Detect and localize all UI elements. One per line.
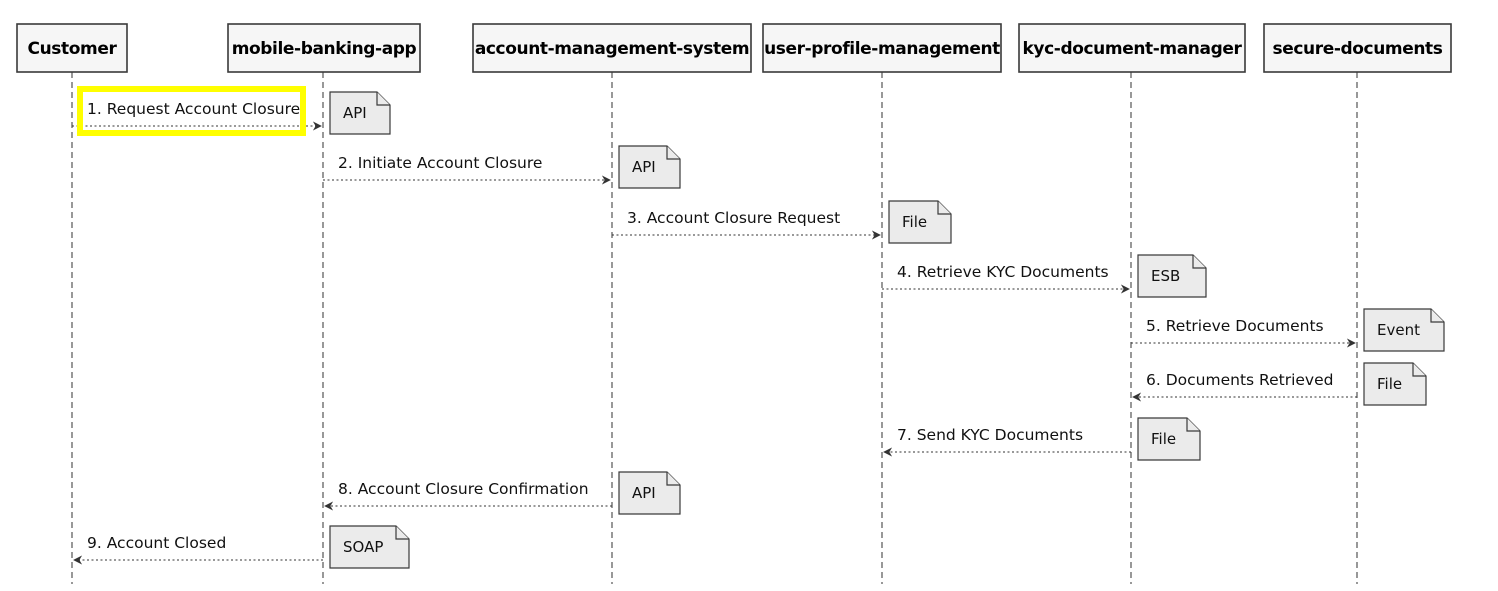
participant-label: kyc-document-manager	[1023, 39, 1243, 59]
note-fold	[1412, 363, 1426, 377]
note-shape	[618, 145, 681, 189]
participant-account-management-system: account-management-system	[472, 23, 752, 73]
message-3: 3. Account Closure Request File	[612, 200, 952, 244]
message-4: 4. Retrieve KYC Documents ESB	[882, 254, 1207, 298]
note-fold	[1430, 309, 1444, 323]
note-6: File	[1363, 362, 1427, 406]
message-label: 3. Account Closure Request	[627, 209, 840, 227]
note-shape	[1363, 362, 1427, 406]
message-label: 9. Account Closed	[87, 534, 226, 552]
message-label: 8. Account Closure Confirmation	[338, 480, 589, 498]
note-label: API	[632, 484, 656, 502]
note-fold	[1186, 418, 1200, 432]
message-8: 8. Account Closure Confirmation API	[324, 471, 681, 515]
participant-secure-documents: secure-documents	[1263, 23, 1452, 73]
note-7: File	[1137, 417, 1201, 461]
participant-kyc-document-manager: kyc-document-manager	[1018, 23, 1246, 73]
note-shape	[329, 91, 391, 135]
note-label: File	[1151, 430, 1176, 448]
participant-label: account-management-system	[475, 39, 749, 59]
note-4: ESB	[1137, 254, 1207, 298]
participant-box	[1018, 23, 1246, 73]
message-7: 7. Send KYC Documents File	[883, 417, 1201, 461]
note-shape	[1363, 308, 1445, 352]
participant-label: mobile-banking-app	[232, 39, 417, 59]
note-fold	[937, 201, 951, 215]
message-label: 4. Retrieve KYC Documents	[897, 263, 1109, 281]
note-2: API	[618, 145, 681, 189]
note-fold	[395, 526, 409, 540]
message-1: 1. Request Account Closure API	[72, 86, 391, 136]
note-shape	[888, 200, 952, 244]
note-shape	[618, 471, 681, 515]
note-1: API	[329, 91, 391, 135]
message-label: 7. Send KYC Documents	[897, 426, 1083, 444]
message-label: 1. Request Account Closure	[87, 100, 300, 118]
note-shape	[1137, 417, 1201, 461]
note-9: SOAP	[329, 525, 410, 569]
participant-box	[472, 23, 752, 73]
participant-label: secure-documents	[1272, 39, 1442, 59]
message-label: 6. Documents Retrieved	[1146, 371, 1333, 389]
note-fold	[666, 472, 680, 486]
note-label: Event	[1377, 321, 1420, 339]
note-label: ESB	[1151, 267, 1180, 285]
note-8: API	[618, 471, 681, 515]
message-2: 2. Initiate Account Closure API	[323, 145, 681, 189]
note-fold	[1192, 255, 1206, 269]
note-fold	[376, 92, 390, 106]
note-shape	[329, 525, 410, 569]
participant-box	[227, 23, 421, 73]
participant-user-profile-management: user-profile-management	[762, 23, 1002, 73]
message-9: 9. Account Closed SOAP	[73, 525, 410, 569]
note-label: SOAP	[343, 538, 383, 556]
message-5: 5. Retrieve Documents Event	[1131, 308, 1445, 352]
participant-mobile-banking-app: mobile-banking-app	[227, 23, 421, 73]
participant-box	[762, 23, 1002, 73]
note-shape	[1137, 254, 1207, 298]
note-label: File	[902, 213, 927, 231]
participant-label: Customer	[28, 39, 118, 59]
participant-box	[1263, 23, 1452, 73]
note-label: File	[1377, 375, 1402, 393]
highlight-box	[77, 86, 306, 136]
message-label: 2. Initiate Account Closure	[338, 154, 542, 172]
participant-label: user-profile-management	[764, 39, 1000, 59]
message-label: 5. Retrieve Documents	[1146, 317, 1324, 335]
note-3: File	[888, 200, 952, 244]
note-fold	[666, 146, 680, 160]
note-label: API	[343, 104, 367, 122]
note-label: API	[632, 158, 656, 176]
note-5: Event	[1363, 308, 1445, 352]
message-6: 6. Documents Retrieved File	[1132, 362, 1427, 406]
participant-customer: Customer	[16, 23, 128, 73]
participant-box	[16, 23, 128, 73]
